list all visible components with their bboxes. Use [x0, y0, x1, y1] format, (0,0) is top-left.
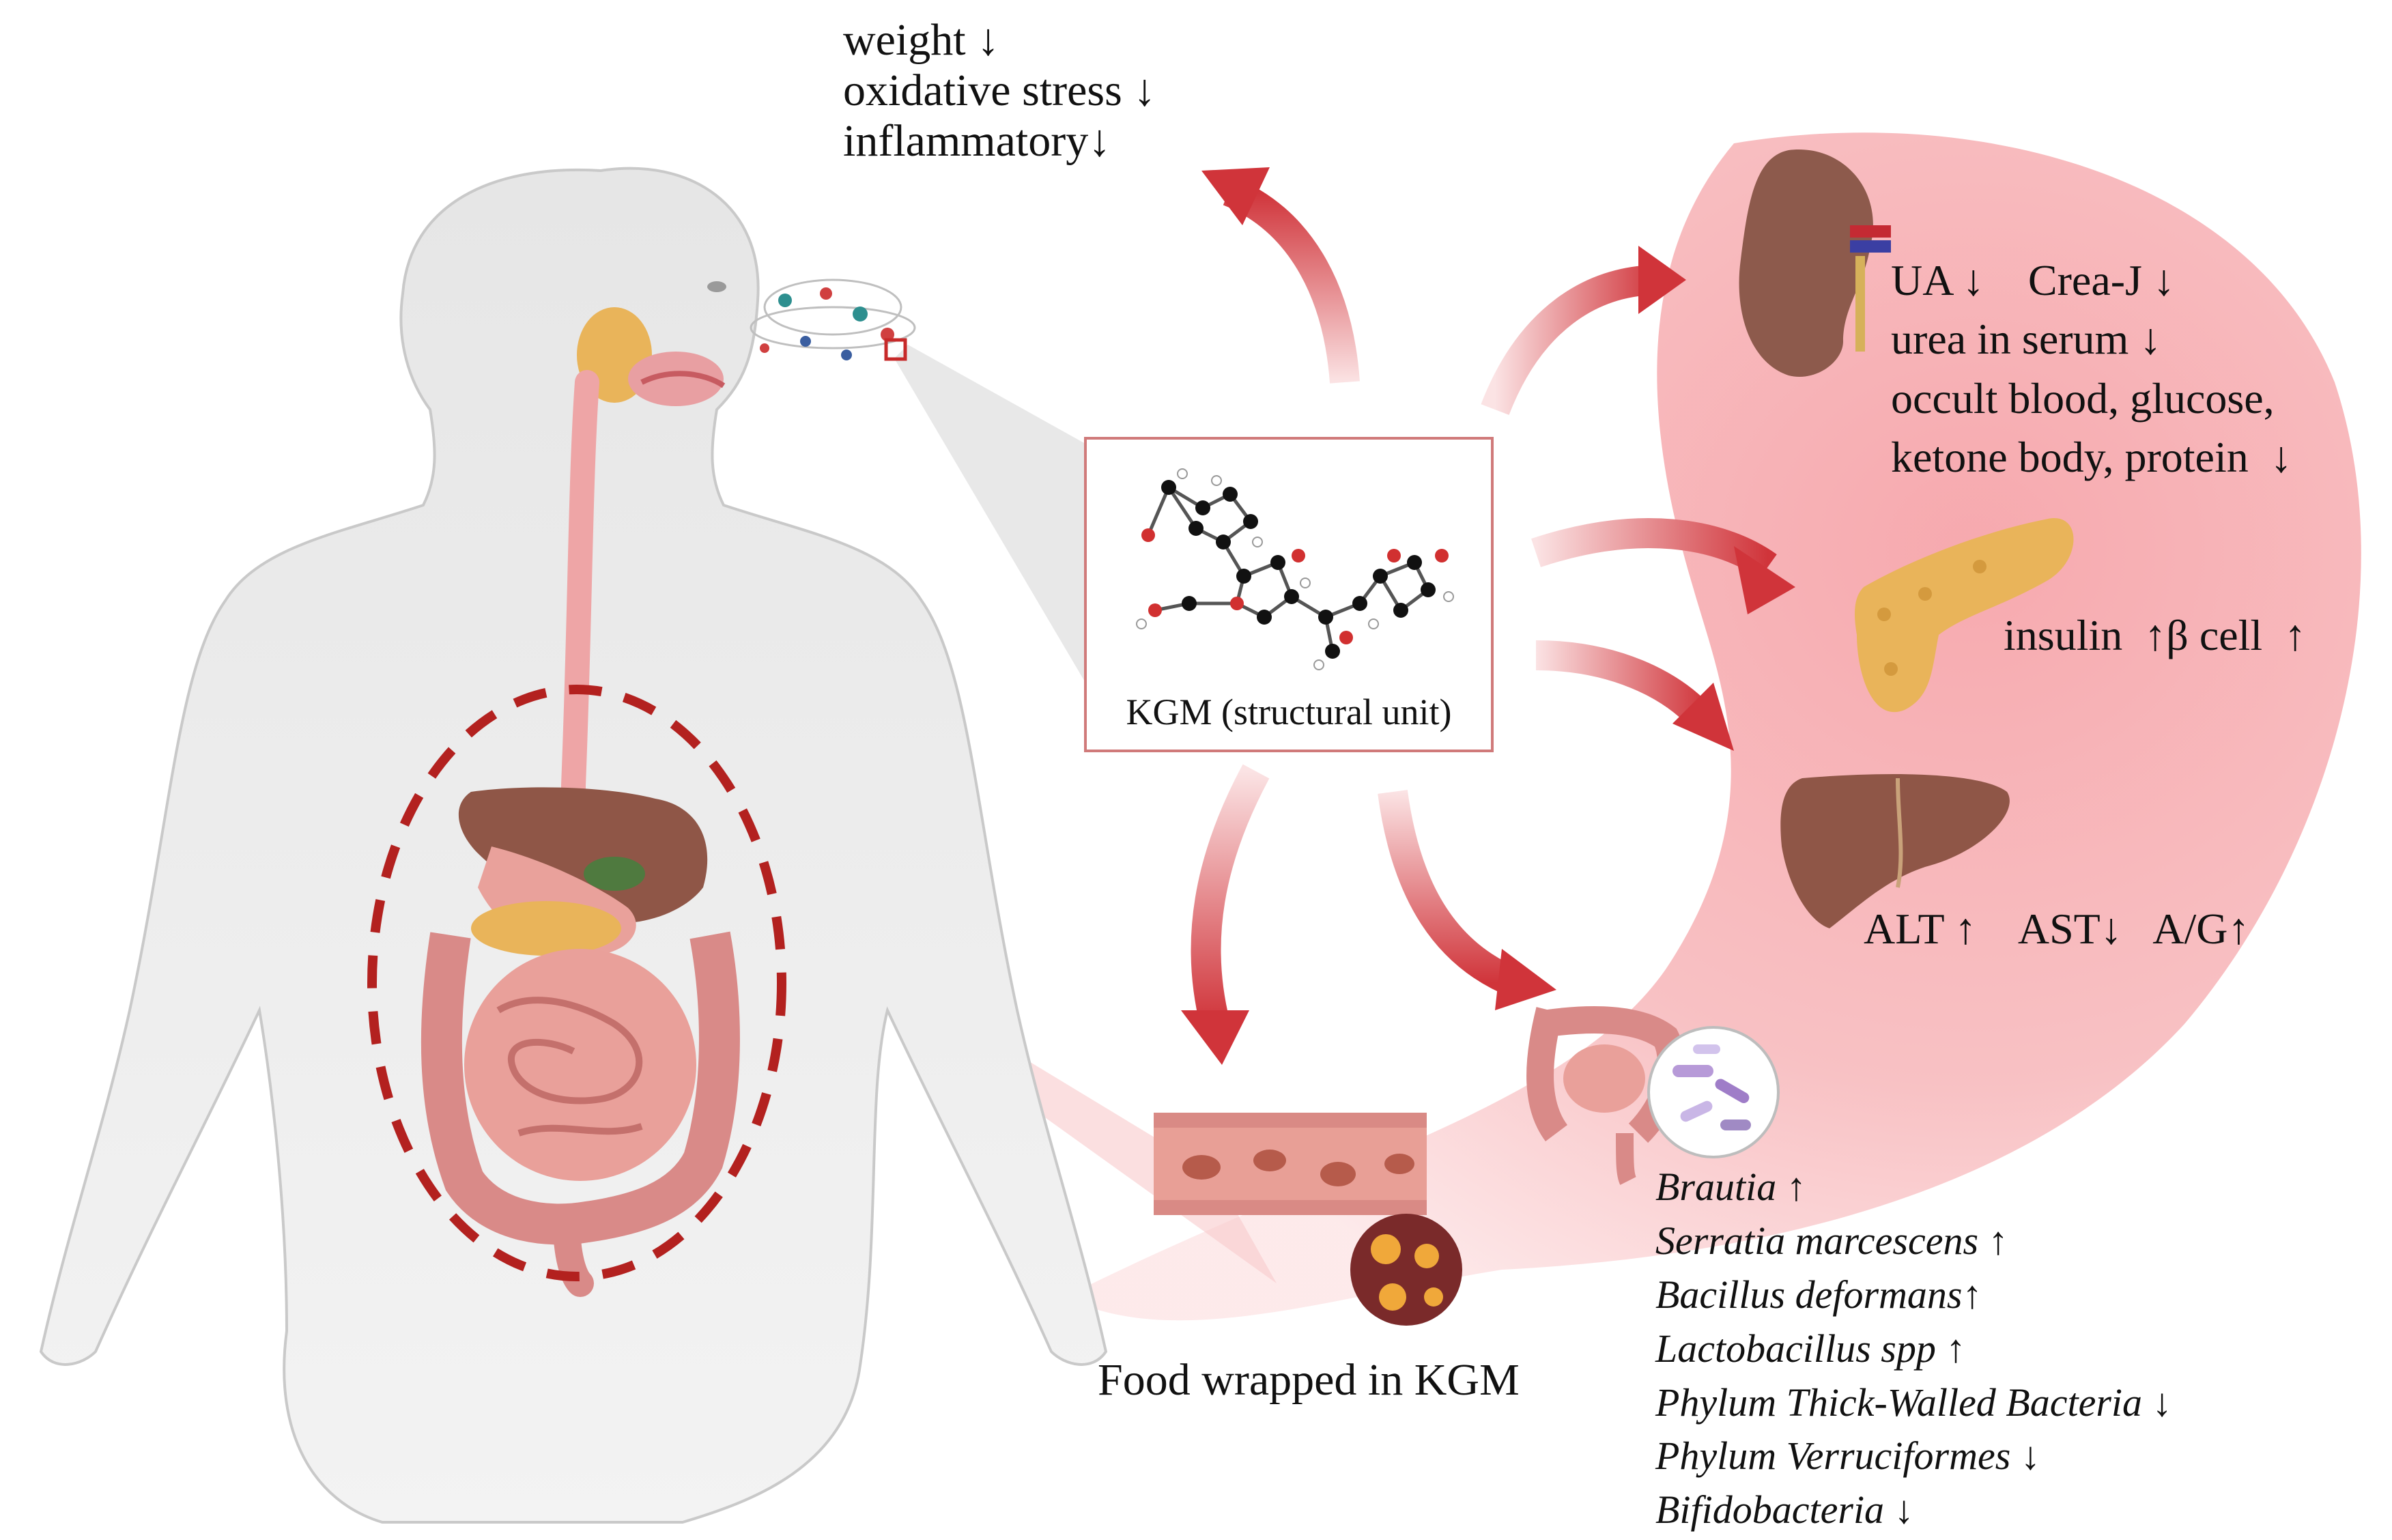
top-effect-weight: weight ↓: [843, 15, 1000, 65]
arrowhead-liver: [1672, 683, 1734, 751]
bacteria-item: Bacillus deformans↑: [1655, 1272, 1982, 1317]
arrow-to-microbiota: [1378, 790, 1522, 997]
arrowhead-microbiota: [1495, 949, 1556, 1010]
kgm-label: KGM (structural unit): [1126, 691, 1452, 732]
liver-effects: ALT ↑ AST↓ A/G↑: [1864, 904, 2250, 953]
bacteria-item: Brautia ↑: [1655, 1165, 1806, 1209]
arrowhead-kidney: [1638, 246, 1686, 314]
bacteria-list: Brautia ↑ Serratia marcescens ↑ Bacillus…: [1655, 1160, 2172, 1537]
arrowhead-pancreas: [1734, 546, 1795, 614]
top-effect-inflammatory: inflammatory↓: [843, 115, 1111, 166]
pancreas-effects: insulin ↑β cell ↑: [2004, 611, 2307, 659]
kidney-icon: [1739, 149, 1891, 377]
molecule-cloud-icon: [750, 279, 916, 361]
bacteria-item: Serratia marcescens ↑: [1655, 1218, 2008, 1263]
kidney-effect-urea: urea in serum ↓: [1891, 315, 2162, 364]
kidney-effect-ua-crea: UA ↓ Crea-J ↓: [1891, 256, 2175, 304]
arrow-to-kidney: [1481, 265, 1660, 416]
bacteria-icon: [1647, 1026, 1780, 1158]
bacteria-item: Lactobacillus spp ↑: [1655, 1326, 1966, 1371]
arrow-to-pancreas: [1531, 518, 1777, 580]
food-label: Food wrapped in KGM: [1098, 1355, 1520, 1405]
kgm-structure-box: KGM (structural unit): [1084, 437, 1494, 752]
arrow-to-top-effects: [1223, 177, 1360, 384]
kidney-effects-list: UA ↓ Crea-J ↓ urea in serum ↓ occult blo…: [1891, 251, 2292, 487]
pancreas-icon: [1855, 518, 2074, 713]
intestine-section-icon: [1154, 1113, 1427, 1215]
arrowhead-food: [1181, 1010, 1249, 1065]
top-effects-list: weight ↓ oxidative stress ↓ inflammatory…: [843, 15, 1156, 167]
kidney-effect-occult: occult blood, glucose,: [1891, 373, 2275, 423]
human-body-icon: [39, 167, 1108, 1524]
bacteria-item: Phylum Verruciformes ↓: [1655, 1434, 2040, 1479]
zoom-wedge-top: [894, 345, 1085, 683]
digestive-highlight-circle: [367, 685, 786, 1281]
arrowhead-top: [1201, 167, 1270, 225]
pink-effect-region: [1065, 132, 2361, 1321]
liver-icon: [1780, 774, 2010, 928]
kidney-effect-ketone: ketone body, protein ↓: [1891, 433, 2292, 482]
arrow-to-liver: [1535, 640, 1718, 734]
bacteria-item: Phylum Thick-Walled Bacteria ↓: [1655, 1380, 2172, 1425]
kgm-molecule-icon: [1136, 468, 1454, 670]
top-effect-oxidative: oxidative stress ↓: [843, 65, 1156, 115]
bacteria-item: Bifidobacteria ↓: [1655, 1487, 1914, 1532]
arrow-to-food: [1191, 764, 1270, 1028]
food-bolus-icon: [1350, 1214, 1462, 1326]
